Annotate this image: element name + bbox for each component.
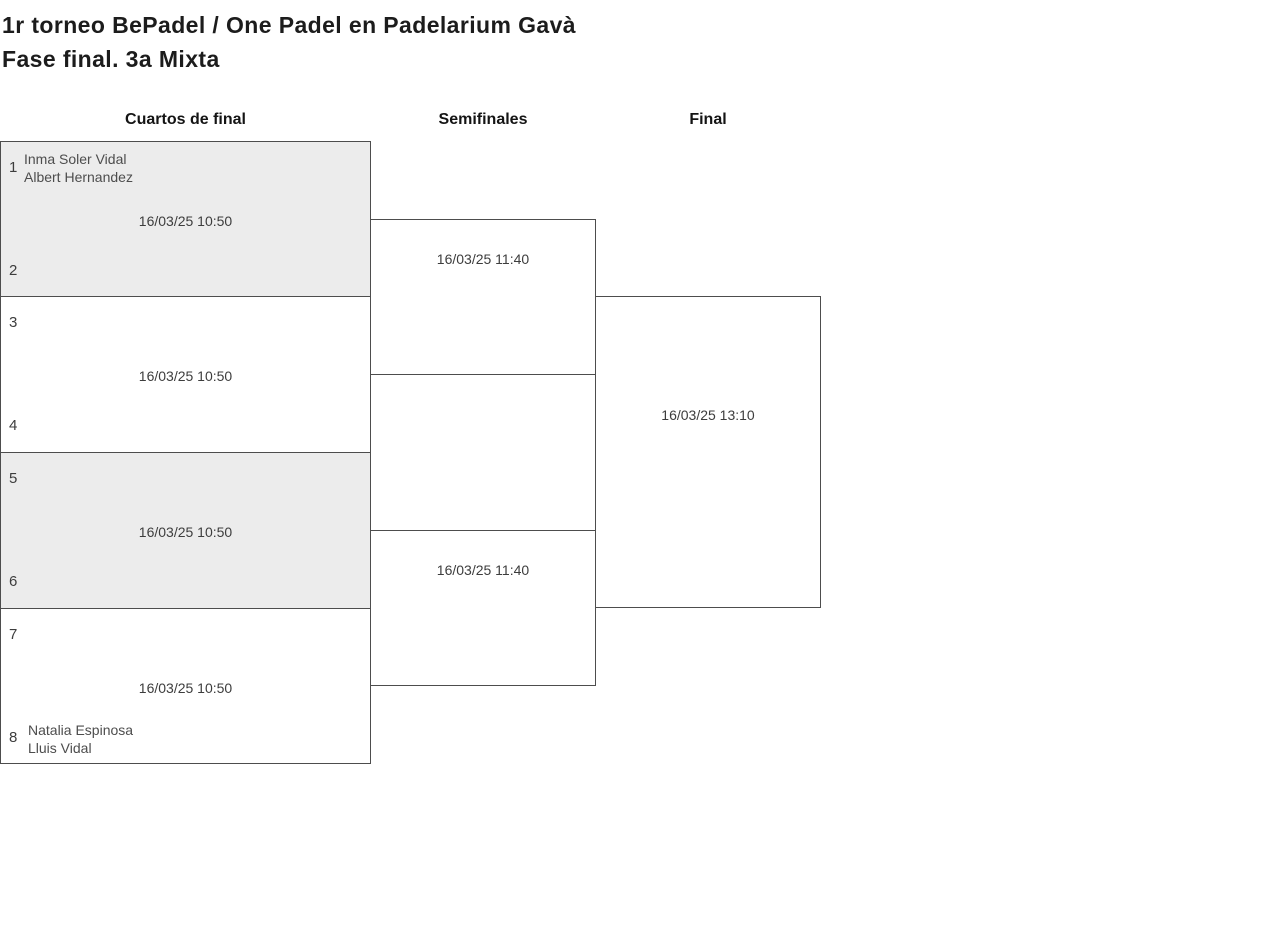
team-top: Inma Soler Vidal Albert Hernandez [24,150,133,186]
seed-number-top: 1 [9,159,18,176]
match-datetime: 16/03/25 10:50 [138,680,233,696]
match-qf-1[interactable]: 1 Inma Soler Vidal Albert Hernandez 16/0… [0,141,371,297]
column-header-quarterfinals: Cuartos de final [125,111,246,128]
match-datetime: 16/03/25 13:10 [661,407,755,423]
match-datetime: 16/03/25 10:50 [138,213,233,229]
tournament-title: 1r torneo BePadel / One Padel en Padelar… [2,12,576,38]
team-bottom: Natalia Espinosa Lluis Vidal [28,721,133,757]
match-datetime: 16/03/25 11:40 [436,562,530,578]
player-name: Inma Soler Vidal [24,151,127,167]
column-header-semifinals: Semifinales [438,111,528,128]
match-datetime: 16/03/25 11:40 [436,251,530,267]
seed-number-top: 3 [9,314,18,331]
seed-number-bottom: 8 [9,729,18,746]
match-qf-4[interactable]: 7 16/03/25 10:50 8 Natalia Espinosa Llui… [0,608,371,764]
match-sf-2[interactable]: 16/03/25 11:40 [370,530,596,686]
player-name: Natalia Espinosa [28,722,134,738]
seed-number-top: 7 [9,626,18,643]
seed-number-bottom: 2 [9,262,18,279]
player-name: Lluis Vidal [28,740,92,756]
match-qf-2[interactable]: 3 16/03/25 10:50 4 [0,296,371,453]
match-qf-3[interactable]: 5 16/03/25 10:50 6 [0,452,371,609]
column-header-final: Final [689,111,727,128]
seed-number-bottom: 6 [9,573,18,590]
page-header: 1r torneo BePadel / One Padel en Padelar… [2,8,576,76]
seed-number-top: 5 [9,470,18,487]
match-datetime: 16/03/25 10:50 [138,524,233,540]
phase-subtitle: Fase final. 3a Mixta [2,46,220,72]
player-name: Albert Hernandez [24,169,133,185]
match-final[interactable]: 16/03/25 13:10 [595,296,821,608]
seed-number-bottom: 4 [9,417,18,434]
match-datetime: 16/03/25 10:50 [138,368,233,384]
match-sf-1[interactable]: 16/03/25 11:40 [370,219,596,375]
